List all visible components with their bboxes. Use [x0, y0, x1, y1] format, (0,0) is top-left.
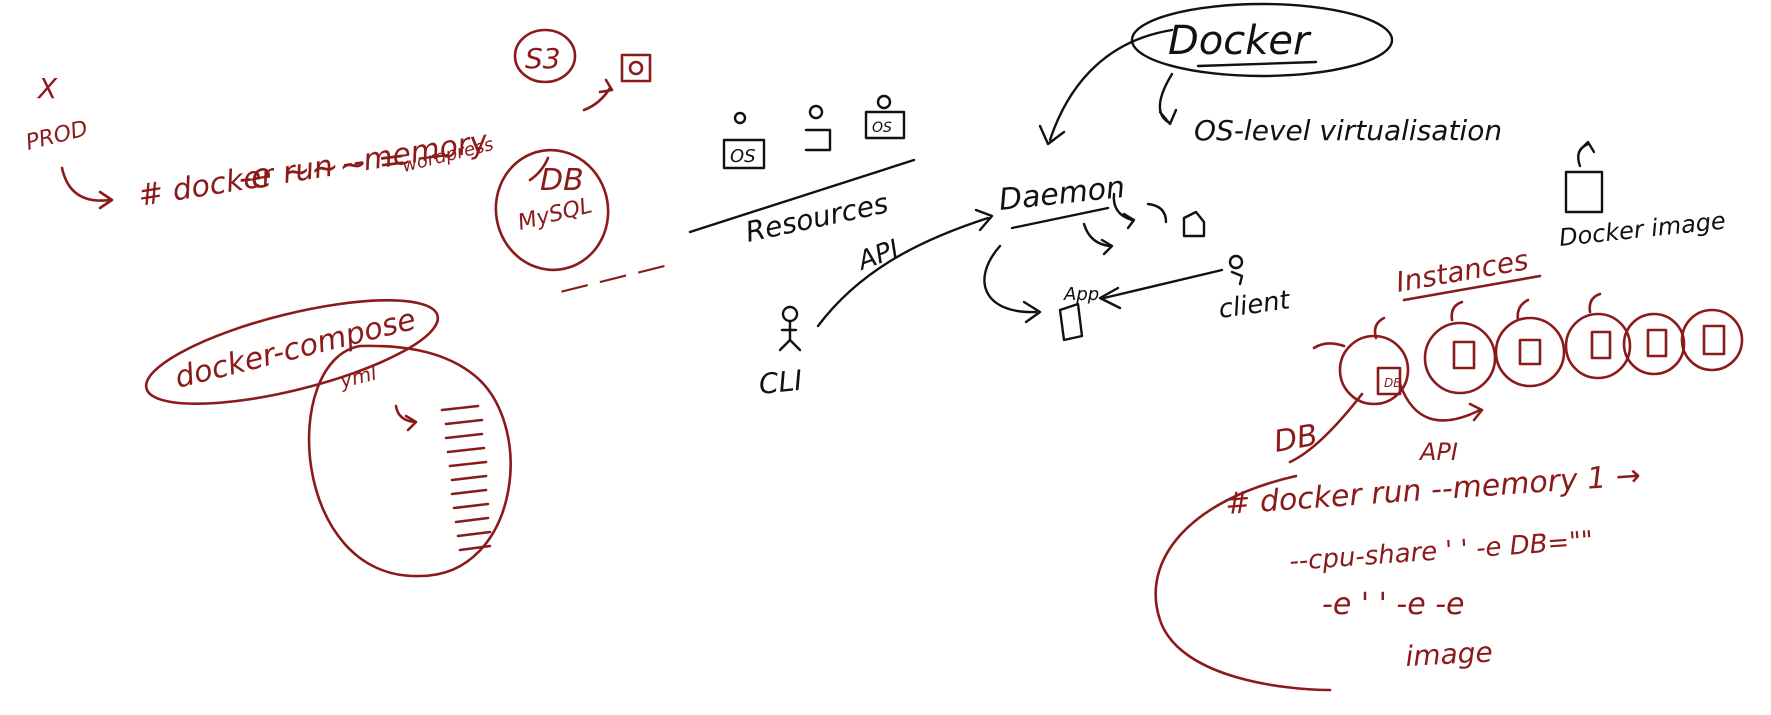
- cli-to-daemon-api-arrowhead: [974, 208, 994, 232]
- run-command-bracket: [1154, 474, 1332, 692]
- yml-lines: [440, 404, 492, 552]
- client-label: client: [1217, 285, 1293, 325]
- wordpress-arrowhead: [598, 78, 614, 94]
- db-arrow: [528, 156, 550, 182]
- docker-title: Docker: [1168, 18, 1312, 64]
- daemon-underline: [1010, 206, 1110, 230]
- container-icon: [1182, 210, 1206, 238]
- daemon-arrow-2: [1146, 202, 1168, 224]
- prod-label: PROD: [23, 116, 90, 155]
- instance-box-3: [1518, 338, 1542, 366]
- docker-core-section: Docker OS-level virtualisation Daemon Ap…: [757, 2, 1502, 401]
- resources-underline: [688, 158, 916, 234]
- prod-arrowhead: [98, 190, 114, 210]
- cli-user-head-icon: [781, 305, 799, 323]
- os-box-3-label: OS: [872, 120, 892, 136]
- resource-dot-2: [808, 104, 824, 120]
- instance-circle-3: [1494, 316, 1566, 388]
- prod-section: X PROD # docker run --memory S3 -e ~~~ =…: [23, 28, 670, 308]
- client-body-icon: [1230, 270, 1244, 286]
- daemon-to-app-arrow: [983, 244, 1038, 314]
- instance-api-link: [1398, 382, 1482, 422]
- instance-box-1-db-label: DB: [1384, 376, 1401, 390]
- instance-boxes: DB: [1376, 324, 1726, 396]
- x-mark: X: [36, 72, 58, 105]
- dashes-line: — — —: [555, 247, 669, 307]
- mysql-label: MySQL: [515, 193, 594, 236]
- api-label: API: [852, 234, 903, 277]
- daemon-to-app-arrowhead: [1022, 300, 1042, 324]
- s3-label: S3: [525, 42, 561, 75]
- instance-api-link-arrowhead: [1468, 402, 1484, 422]
- db-circle: [494, 148, 610, 272]
- instance-run-line-3: -e ' ' -e -e: [1322, 587, 1465, 622]
- daemon-arrowhead-3: [1100, 238, 1114, 256]
- client-to-app-arrowhead: [1098, 286, 1122, 310]
- yml-arrow: [394, 404, 416, 424]
- wordpress-box-icon: [620, 53, 652, 83]
- instance-circle-1: [1338, 334, 1410, 406]
- daemon-arrowhead-1: [1122, 212, 1136, 230]
- docker-compose-label: docker-compose: [171, 302, 419, 396]
- instance-run-line-2: --cpu-share ' ' -e DB="": [1288, 526, 1594, 577]
- instance-image-label: image: [1405, 635, 1494, 673]
- app-label: App: [1063, 284, 1099, 305]
- docker-image-arrowhead: [1578, 140, 1596, 154]
- resource-box-2: [804, 128, 832, 152]
- daemon-arrow-3: [1082, 222, 1112, 248]
- instance-circle-4: [1564, 312, 1632, 380]
- docker-title-underline: [1196, 60, 1318, 68]
- resource-dot-1: [733, 111, 747, 125]
- daemon-arrow-1: [1112, 192, 1134, 222]
- instance-run-line-1: # docker run --memory 1 →: [1224, 458, 1642, 522]
- yml-blob: [307, 344, 512, 578]
- daemon-label: Daemon: [997, 170, 1127, 218]
- instance-circles: [1338, 308, 1744, 406]
- instance-circle-2: [1423, 321, 1497, 395]
- instances-underline: [1402, 274, 1542, 302]
- docker-image-section: Docker image: [1558, 140, 1727, 252]
- instance-box-2: [1452, 340, 1476, 370]
- instance-box-5: [1646, 328, 1668, 358]
- client-to-app-arrow: [1102, 268, 1224, 300]
- instance-arrows: [1312, 292, 1602, 350]
- docker-title-ellipse: [1130, 2, 1394, 78]
- prod-arrow: [60, 166, 112, 202]
- os-box-1: [722, 138, 766, 170]
- yml-arrowhead: [404, 414, 418, 432]
- docker-compose-ellipse: [144, 298, 440, 406]
- cli-to-daemon-api-arrow: [816, 216, 990, 328]
- cli-label: CLI: [757, 364, 804, 401]
- yml-label: yml: [336, 361, 379, 394]
- instance-circle-6: [1680, 308, 1744, 372]
- docker-image-label: Docker image: [1558, 207, 1727, 252]
- resources-label: Resources: [743, 186, 892, 248]
- cli-user-body-icon: [778, 320, 802, 352]
- docker-to-daemon-arrow: [1048, 28, 1174, 142]
- instance-box-4: [1590, 330, 1612, 360]
- docker-compose-section: docker-compose yml: [144, 298, 512, 578]
- wordpress-box-dot: [628, 60, 644, 76]
- instance-api-label: API: [1418, 438, 1458, 466]
- docker-to-daemon-arrowhead: [1038, 124, 1066, 146]
- client-head-icon: [1228, 254, 1244, 270]
- app-box-icon: [1058, 302, 1084, 342]
- instance-circle-5: [1622, 312, 1686, 376]
- os-box-3: [864, 110, 906, 140]
- instance-box-1: [1376, 366, 1402, 396]
- s3-circle: [513, 28, 577, 84]
- docker-to-os-level-arrowhead: [1158, 108, 1178, 126]
- db-label: DB: [540, 163, 584, 198]
- instance-db-label: DB: [1271, 418, 1320, 460]
- resources-section: OS OS Resources: [688, 94, 916, 249]
- os-box-1-label: OS: [730, 146, 756, 167]
- resource-dot-3: [876, 94, 892, 110]
- instance-box-6: [1702, 324, 1726, 356]
- os-level-virtualisation-label: OS-level virtualisation: [1194, 114, 1502, 147]
- docker-image-box-icon: [1564, 170, 1604, 214]
- db-to-instance-line: [1288, 392, 1364, 464]
